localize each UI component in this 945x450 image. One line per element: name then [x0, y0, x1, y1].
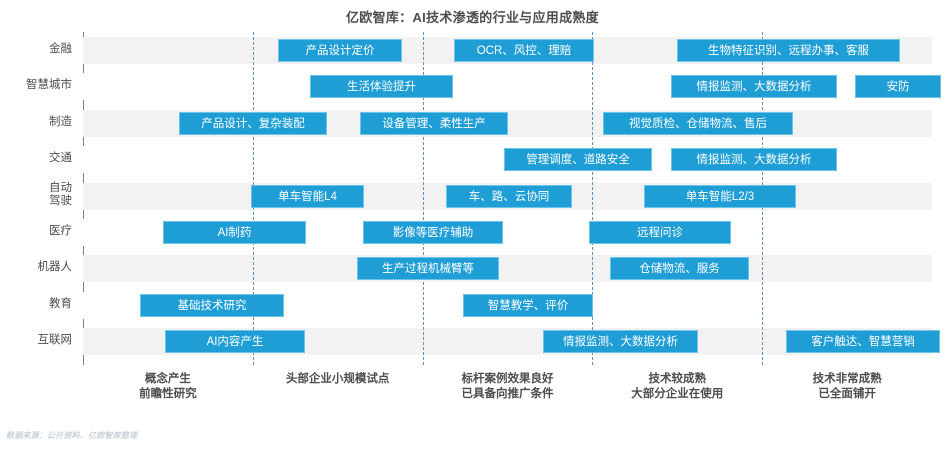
bar[interactable]: 设备管理、柔性生产: [360, 111, 508, 135]
stage-label-2: 头部企业小规模试点: [285, 373, 390, 385]
bar[interactable]: 生活体验提升: [310, 75, 453, 99]
bar[interactable]: 安防: [855, 75, 941, 99]
bar[interactable]: 生产过程机械臂等: [357, 257, 499, 281]
y-axis-label-自动驾驶: 自动驾驶: [49, 181, 72, 207]
y-axis-label-制造: 制造: [49, 115, 72, 128]
bar[interactable]: 影像等医疗辅助: [363, 221, 503, 244]
bar[interactable]: 单车智能L2/3: [644, 184, 796, 208]
stage-label-4: 技术较成熟大部分企业在使用: [631, 373, 724, 400]
stage-divider: [592, 32, 594, 365]
bar[interactable]: OCR、风控、理赔: [454, 39, 594, 62]
bar[interactable]: 情报监测、大数据分析: [671, 75, 837, 99]
stage-label-1: 概念产生前瞻性研究: [139, 373, 197, 400]
source-note: 数据来源：公开资料、亿欧智库整理: [6, 431, 138, 440]
bar[interactable]: AI制药: [163, 221, 306, 244]
bar[interactable]: 产品设计定价: [278, 39, 402, 62]
y-axis-label-智慧城市: 智慧城市: [26, 79, 72, 92]
bar[interactable]: AI内容产生: [165, 330, 305, 354]
bar[interactable]: 生物特征识别、远程办事、客服: [677, 39, 900, 62]
y-axis-label-交通: 交通: [49, 152, 72, 165]
y-axis-label-金融: 金融: [49, 43, 72, 55]
bar[interactable]: 视觉质检、仓储物流、售后: [603, 111, 793, 135]
bar[interactable]: 客户触达、智慧营销: [786, 330, 940, 354]
bar[interactable]: 情报监测、大数据分析: [671, 148, 837, 172]
bar[interactable]: 情报监测、大数据分析: [543, 330, 698, 354]
y-axis-label-互联网: 互联网: [37, 334, 73, 347]
bar[interactable]: 基础技术研究: [140, 293, 284, 317]
row-band: [83, 255, 932, 283]
bar[interactable]: 管理调度、道路安全: [504, 148, 652, 172]
bar[interactable]: 产品设计、复杂装配: [179, 111, 327, 135]
stage-divider: [422, 32, 424, 365]
y-axis-label-教育: 教育: [49, 297, 72, 310]
bar[interactable]: 车、路、云协同: [446, 184, 572, 208]
stage-label-3: 标杆案例效果良好已具备向推广条件: [461, 373, 554, 400]
bar[interactable]: 智慧教学、评价: [463, 293, 593, 317]
bar[interactable]: 远程问诊: [589, 221, 731, 244]
bar[interactable]: 仓储物流、服务: [610, 257, 749, 281]
stage-label-5: 技术非常成熟已全面铺开: [812, 373, 882, 400]
y-axis-label-医疗: 医疗: [49, 225, 72, 237]
y-axis-label-机器人: 机器人: [37, 261, 73, 274]
chart-title: 亿欧智库：AI技术渗透的行业与应用成熟度: [345, 10, 599, 25]
bar[interactable]: 单车智能L4: [251, 184, 364, 208]
